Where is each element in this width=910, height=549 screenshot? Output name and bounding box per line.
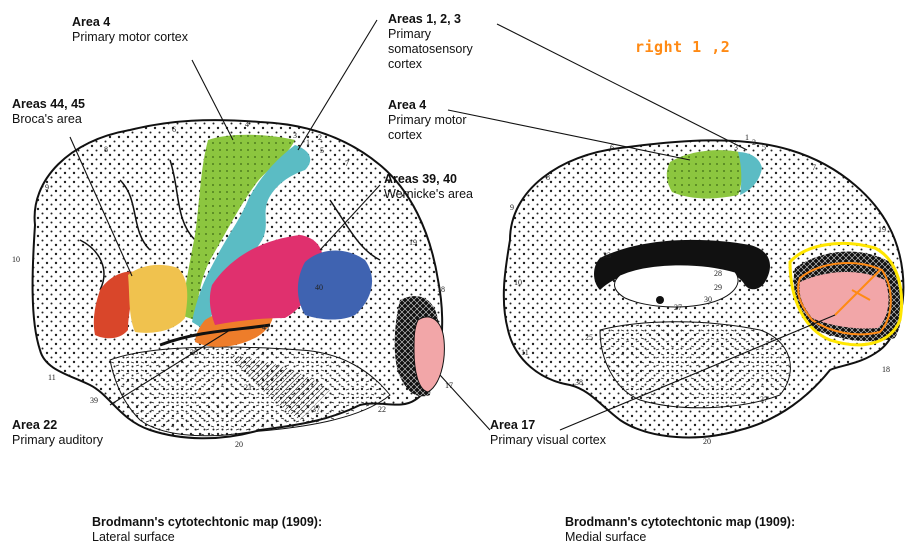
caption-subtitle: Lateral surface	[92, 530, 322, 545]
area-number: 20	[235, 440, 243, 449]
label-line: Broca's area	[12, 112, 85, 127]
label-line: cortex	[388, 57, 473, 72]
area-number: 19	[409, 238, 417, 247]
label-title: Area 4	[388, 98, 466, 113]
caption-lateral: Brodmann's cytotechtonic map (1909): Lat…	[92, 515, 322, 545]
caption-medial: Brodmann's cytotechtonic map (1909): Med…	[565, 515, 795, 545]
caption-subtitle: Medial surface	[565, 530, 795, 545]
area-number: 37	[760, 395, 768, 404]
label-title: Area 17	[490, 418, 606, 433]
area-number: 39	[90, 396, 98, 405]
label-title: Area 22	[12, 418, 103, 433]
area-number: 27	[674, 303, 682, 312]
label-line: somatosensory	[388, 42, 473, 57]
area-number: 6	[172, 125, 176, 134]
area-number: 22	[378, 405, 386, 414]
label-area4-lateral: Area 4 Primary motor cortex	[72, 15, 188, 45]
label-title: Area 4	[72, 15, 188, 30]
caption-title: Brodmann's cytotechtonic map (1909):	[92, 515, 322, 530]
area-number: 28	[714, 269, 722, 278]
area-number: 18	[882, 365, 890, 374]
area-number: 2	[752, 138, 756, 147]
label-title: Areas 44, 45	[12, 97, 85, 112]
area-number: 21	[244, 383, 252, 392]
area-number: 8	[546, 173, 550, 182]
area-number: 29	[714, 283, 722, 292]
area-number: 38	[575, 378, 583, 387]
handwritten-note: right 1 ,2	[635, 38, 730, 56]
area-number: 30	[704, 295, 712, 304]
label-line: Primary visual cortex	[490, 433, 606, 448]
label-line: Primary motor	[388, 113, 466, 128]
area-number: 9	[510, 203, 514, 212]
area-number: 7	[812, 163, 816, 172]
area-number: 2	[318, 133, 322, 142]
area-number: 10	[12, 255, 20, 264]
area-number: 5	[762, 143, 766, 152]
area-number: 33	[603, 251, 611, 260]
caption-title: Brodmann's cytotechtonic map (1909):	[565, 515, 795, 530]
label-area4445: Areas 44, 45 Broca's area	[12, 97, 85, 127]
label-title: Areas 39, 40	[384, 172, 473, 187]
area-number: 1	[745, 133, 749, 142]
label-area17: Area 17 Primary visual cortex	[490, 418, 606, 448]
area-number: 5	[320, 146, 324, 155]
area-number: 10	[514, 278, 522, 287]
area-number: 40	[315, 283, 323, 292]
label-line: cortex	[388, 128, 466, 143]
area-number: 20	[703, 437, 711, 446]
area-number: 18	[437, 285, 445, 294]
area-number: 4	[245, 120, 249, 129]
area-number: 41	[262, 323, 270, 332]
label-area22: Area 22 Primary auditory	[12, 418, 103, 448]
label-area3940: Areas 39, 40 Wernicke's area	[384, 172, 473, 202]
lateral-broca-region-b	[128, 265, 187, 333]
area-number: 11	[521, 348, 529, 357]
label-line: Primary motor cortex	[72, 30, 188, 45]
area-number: 1	[306, 138, 310, 147]
area-number: 7	[345, 159, 349, 168]
area-number: 3	[293, 131, 297, 140]
area-number: 25	[585, 333, 593, 342]
area-number: 9	[45, 183, 49, 192]
label-area123: Areas 1, 2, 3 Primary somatosensory cort…	[388, 12, 473, 72]
label-area4-medial: Area 4 Primary motor cortex	[388, 98, 466, 143]
area-number: 37	[312, 405, 320, 414]
area-number: 11	[48, 373, 56, 382]
label-line: Primary	[388, 27, 473, 42]
label-line: Primary auditory	[12, 433, 103, 448]
label-title: Areas 1, 2, 3	[388, 12, 473, 27]
area-number: 8	[104, 145, 108, 154]
label-line: Wernicke's area	[384, 187, 473, 202]
medial-brain: 1 2 3 5 6 7 8 9 19 10 11 18 37 38 20 25 …	[504, 133, 904, 446]
lateral-brain: 6 4 3 1 2 5 7 8 9 10 11 19 18 17 39 38 3…	[12, 120, 453, 449]
area-number: 19	[878, 225, 886, 234]
lateral-area17-region	[414, 317, 444, 392]
